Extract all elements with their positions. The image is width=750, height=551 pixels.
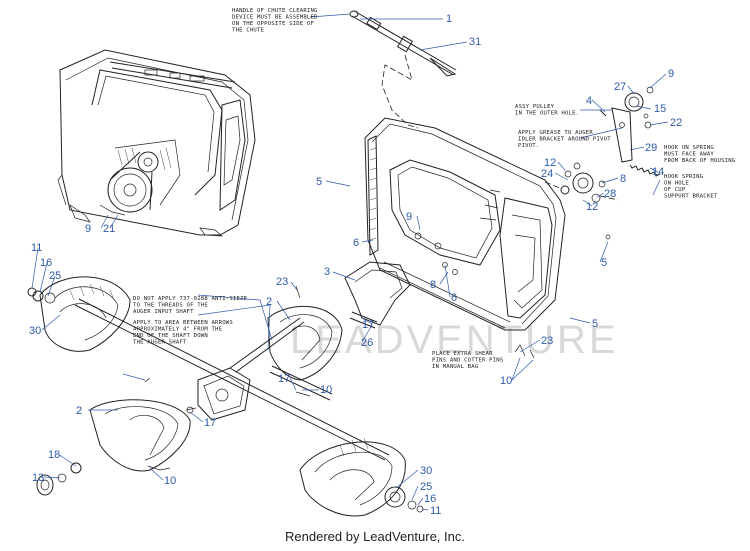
callout: 23: [276, 276, 288, 288]
note-anti-sieze: DO NOT APPLY 737-0288 ANTI-SIEZE TO THE …: [133, 296, 251, 315]
callout: 25: [420, 481, 432, 493]
callout: 8: [430, 279, 436, 291]
callout: 12: [586, 201, 598, 213]
callout: 24: [541, 168, 553, 180]
callout: 3: [324, 266, 330, 278]
callout: 2: [266, 296, 272, 308]
callout: 22: [670, 117, 682, 129]
callout: 30: [420, 465, 432, 477]
callout: 5: [601, 257, 607, 269]
callout: 4: [586, 95, 592, 107]
callout: 9: [406, 211, 412, 223]
callout: 2: [76, 405, 82, 417]
leader-lines: [31, 13, 669, 511]
callout: 15: [654, 103, 666, 115]
callout: 1: [446, 13, 452, 25]
idler-assembly: [544, 86, 661, 240]
callout: 27: [614, 81, 626, 93]
callout: 29: [645, 142, 657, 154]
callout: 11: [31, 242, 42, 254]
callout: 30: [29, 325, 41, 337]
callout: 17: [362, 319, 374, 331]
note-apply-area: APPLY TO AREA BETWEEN ARROWS APPROXIMATE…: [133, 320, 236, 346]
callout: 10: [320, 384, 332, 396]
callout: 18: [48, 449, 60, 461]
rear-housing-view: [57, 49, 256, 237]
callout: 14: [652, 166, 664, 178]
callout: 17: [278, 373, 290, 385]
callout: 23: [541, 335, 553, 347]
callout: 26: [361, 337, 373, 349]
note-hook-spring-hole: HOOK SPRING ON HOLE OF CUP SUPPORT BRACK…: [664, 174, 718, 200]
note-chute-handle: HANDLE OF CHUTE CLEARING DEVICE MUST BE …: [232, 8, 321, 34]
note-pulley: ASSY PULLEY IN THE OUTER HOLE.: [515, 104, 579, 117]
callout: 31: [469, 36, 481, 48]
callout: 21: [103, 223, 115, 235]
note-hook-spring-face: HOOK ON SPRING MUST FACE AWAY FROM BACK …: [664, 145, 736, 164]
callout: 6: [451, 292, 457, 304]
assembly-notes: HANDLE OF CHUTE CLEARING DEVICE MUST BE …: [133, 8, 736, 370]
callout: 9: [668, 68, 674, 80]
callout: 8: [620, 173, 626, 185]
auger-housing: [364, 117, 566, 331]
callout: 10: [500, 375, 512, 387]
callout: 13: [32, 472, 44, 484]
auger-assembly: [27, 261, 535, 517]
callout: 12: [544, 157, 556, 169]
callout: 5: [592, 318, 598, 330]
callout: 5: [316, 176, 322, 188]
callout: 16: [40, 257, 52, 269]
callout: 25: [49, 270, 61, 282]
callout: 11: [430, 505, 441, 517]
watermark: LEADVENTURE: [290, 318, 619, 362]
chute-rod: [349, 10, 457, 129]
callout: 16: [424, 493, 436, 505]
callout: 10: [164, 475, 176, 487]
callout: 6: [353, 237, 359, 249]
callout: 9: [85, 223, 91, 235]
callout: 17: [204, 417, 216, 429]
callout-numbers: 1 31 9 27 4 15 22 29 12 24 8 14 28 12 5 …: [29, 13, 682, 517]
note-grease: APPLY GREASE TO AUGER IDLER BRACKET AROU…: [518, 130, 614, 149]
callout: 28: [604, 188, 616, 200]
note-shear-pins: PLACE EXTRA SHEAR PINS AND COTTER PINS I…: [432, 351, 507, 370]
footer-credit: Rendered by LeadVenture, Inc.: [285, 529, 465, 544]
